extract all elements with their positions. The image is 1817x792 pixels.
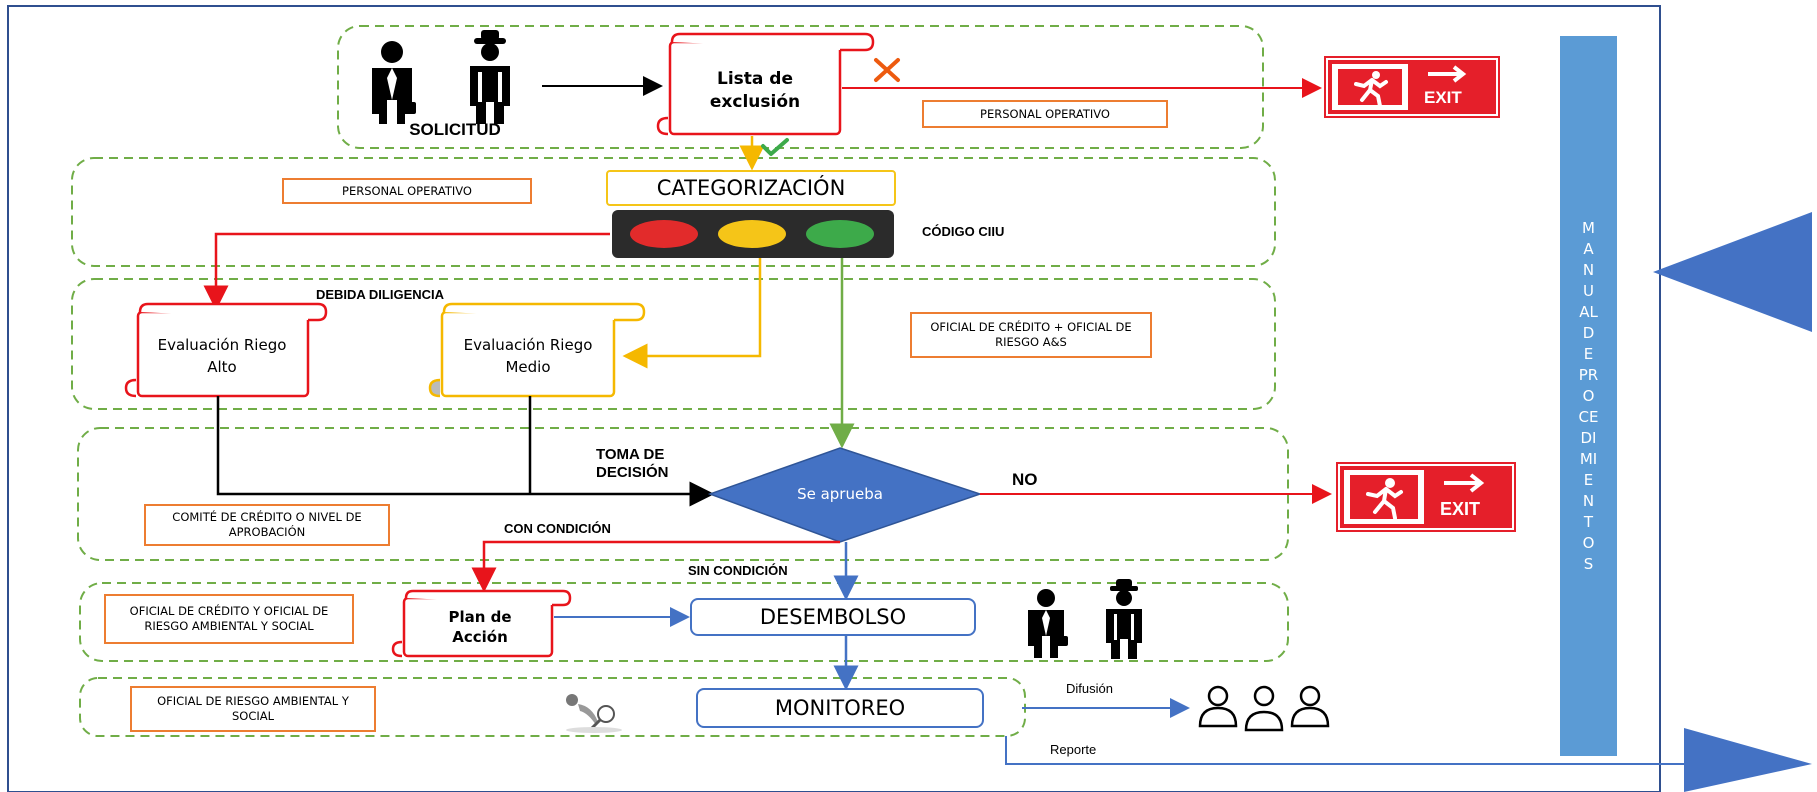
- manual-procedimientos-bar: MANUAL DE PROCEDIMIENTOS: [1560, 36, 1617, 756]
- solicitud-label: SOLICITUD: [409, 120, 501, 139]
- exit-sign-bottom: EXIT: [1336, 462, 1516, 532]
- exit-sign-top: EXIT: [1324, 56, 1500, 118]
- audience-icon: [1198, 685, 1330, 732]
- toma-decision-label: TOMA DE DECISIÓN: [596, 446, 669, 481]
- outer-frame: [7, 5, 1661, 792]
- alto-scroll: [124, 302, 328, 398]
- lista-exclusion-scroll: [656, 32, 875, 136]
- evaluacion-alto-label: Evaluación Riego Alto: [157, 336, 287, 376]
- codigo-ciiu-label: CÓDIGO CIIU: [922, 224, 1005, 239]
- reporte-label: Reporte: [1050, 742, 1097, 757]
- con-condicion-label: CON CONDICIÓN: [504, 521, 611, 536]
- check-icon: [761, 138, 789, 156]
- section-diligencia: [71, 278, 1276, 410]
- oficial-riesgo-as-box: OFICIAL DE RIESGO AMBIENTAL Y SOCIAL: [130, 686, 376, 732]
- section-decision: [77, 427, 1289, 561]
- categorizacion-box: CATEGORIZACIÓN: [606, 170, 896, 206]
- comite-credito-box: COMITÉ DE CRÉDITO O NIVEL DE APROBACIÓN: [144, 504, 390, 546]
- no-label: NO: [1012, 470, 1038, 489]
- personal-operativo-box: PERSONAL OPERATIVO: [282, 178, 532, 204]
- left-pointing-triangle: [1653, 212, 1812, 332]
- se-aprueba-label: Se aprueba: [797, 485, 883, 503]
- oficial-credito-riesgo-box: OFICIAL DE CRÉDITO + OFICIAL DE RIESGO A…: [910, 312, 1152, 358]
- businessman-icon-bottom: [1028, 589, 1068, 658]
- reject-x-icon: [874, 58, 900, 82]
- evaluacion-medio-label: Evaluación Riego Medio: [463, 336, 593, 376]
- debida-diligencia-label: DEBIDA DILIGENCIA: [315, 287, 445, 302]
- difusion-label: Difusión: [1066, 681, 1113, 696]
- desembolso-box: DESEMBOLSO: [690, 598, 976, 636]
- right-pointing-triangle: [1684, 728, 1812, 792]
- green-light: [806, 220, 874, 248]
- farmer-icon-bottom: [1106, 579, 1142, 659]
- magnifier-person-icon: [566, 694, 622, 733]
- medio-scroll: [428, 302, 646, 398]
- yellow-light: [718, 220, 786, 248]
- personal-operativo-top-box: PERSONAL OPERATIVO: [922, 100, 1168, 128]
- exit-text-bottom: EXIT: [1440, 499, 1481, 519]
- plan-accion-label: Plan de Acción: [448, 608, 512, 646]
- section-desembolso: [79, 582, 1289, 662]
- monitoreo-box: MONITOREO: [696, 688, 984, 728]
- red-light: [630, 220, 698, 248]
- farmer-icon: [470, 30, 510, 124]
- businessman-icon: [372, 41, 416, 124]
- sin-condicion-label: SIN CONDICIÓN: [688, 563, 788, 578]
- exit-text-top: EXIT: [1424, 88, 1462, 107]
- oficial-credito-riesgo-as-box: OFICIAL DE CRÉDITO Y OFICIAL DE RIESGO A…: [104, 594, 354, 644]
- manual-procedimientos-label: MANUAL DE PROCEDIMIENTOS: [1578, 218, 1608, 573]
- section-solicitud: [337, 25, 1264, 149]
- plan-accion-scroll: [391, 589, 572, 658]
- lista-exclusion-label: Lista de exclusión: [709, 69, 801, 112]
- traffic-light: [612, 210, 894, 258]
